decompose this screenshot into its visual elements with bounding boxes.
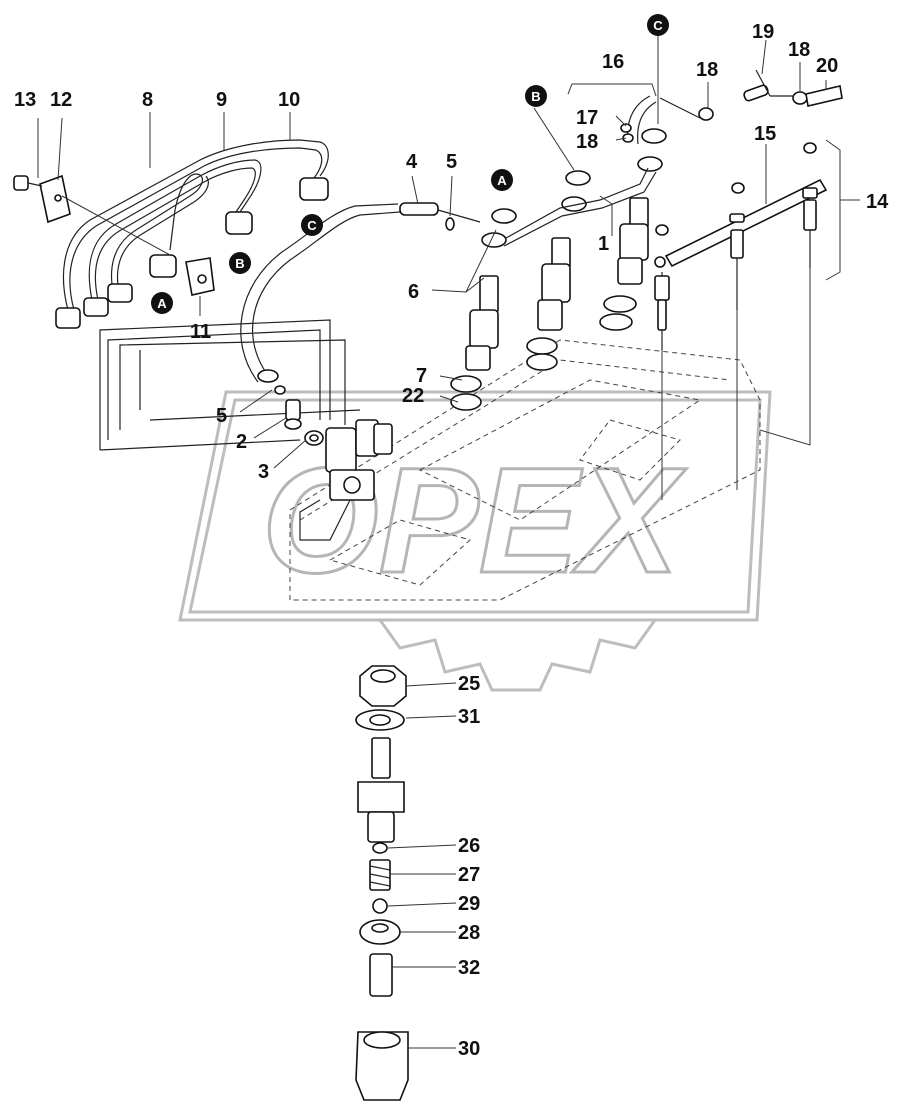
- label-18b: 18: [696, 59, 718, 81]
- label-17: 17: [576, 107, 598, 129]
- label-1: 1: [598, 233, 609, 255]
- label-15: 15: [754, 123, 776, 145]
- injector-middle: [526, 237, 571, 371]
- label-12: 12: [50, 89, 72, 111]
- label-9: 9: [216, 89, 227, 111]
- svg-text:A: A: [497, 173, 507, 188]
- label-18a: 18: [576, 131, 598, 153]
- label-18c: 18: [788, 39, 810, 61]
- label-11: 11: [190, 321, 211, 343]
- callout-b-right: B: [525, 85, 547, 107]
- callout-c-right: C: [647, 14, 669, 36]
- nozzle-exploded: [355, 665, 409, 1101]
- label-8: 8: [142, 89, 153, 111]
- svg-text:A: A: [157, 296, 167, 311]
- label-3: 3: [258, 461, 269, 483]
- label-19: 19: [752, 21, 774, 43]
- label-7: 7: [416, 365, 427, 387]
- callout-a-left: A: [151, 292, 173, 314]
- callout-c-left: C: [301, 214, 323, 236]
- injector-left: [450, 275, 499, 411]
- svg-text:C: C: [307, 218, 317, 233]
- return-pipe: [659, 69, 843, 121]
- label-10: 10: [278, 89, 300, 111]
- leak-off-pipe: [481, 95, 667, 248]
- svg-text:C: C: [653, 18, 663, 33]
- svg-text:B: B: [531, 89, 540, 104]
- glow-plugs: [654, 139, 841, 500]
- banjo-bolt: [284, 399, 324, 446]
- label-6: 6: [408, 281, 419, 303]
- callout-b-left: B: [229, 252, 251, 274]
- label-32: 32: [458, 957, 480, 979]
- label-16: 16: [602, 51, 624, 73]
- injection-pipes: [55, 139, 329, 329]
- part-labels: 1 2 3 4 5 5 6 7 8 9 10 11 12 13 14 15 16…: [14, 21, 889, 1060]
- label-5a: 5: [446, 151, 457, 173]
- label-31: 31: [458, 706, 480, 728]
- label-5b: 5: [216, 405, 227, 427]
- leader-lines: [37, 34, 860, 1049]
- label-27: 27: [458, 864, 480, 886]
- label-14: 14: [866, 191, 889, 213]
- label-20: 20: [816, 55, 838, 77]
- label-13: 13: [14, 89, 36, 111]
- label-28: 28: [458, 922, 480, 944]
- cylinder-head-outline: [289, 339, 761, 601]
- label-30: 30: [458, 1038, 480, 1060]
- callout-a-right: A: [491, 169, 513, 191]
- return-hose: [240, 202, 481, 395]
- label-25: 25: [458, 673, 480, 695]
- label-26: 26: [458, 835, 480, 857]
- watermark: OPEX: [178, 390, 772, 692]
- fuel-pump: [99, 319, 393, 541]
- pipe-clamp: [13, 174, 215, 296]
- label-4: 4: [406, 151, 418, 173]
- injector-right: [599, 197, 649, 331]
- svg-text:B: B: [235, 256, 244, 271]
- label-29: 29: [458, 893, 480, 915]
- label-2: 2: [236, 431, 247, 453]
- label-22: 22: [402, 385, 424, 407]
